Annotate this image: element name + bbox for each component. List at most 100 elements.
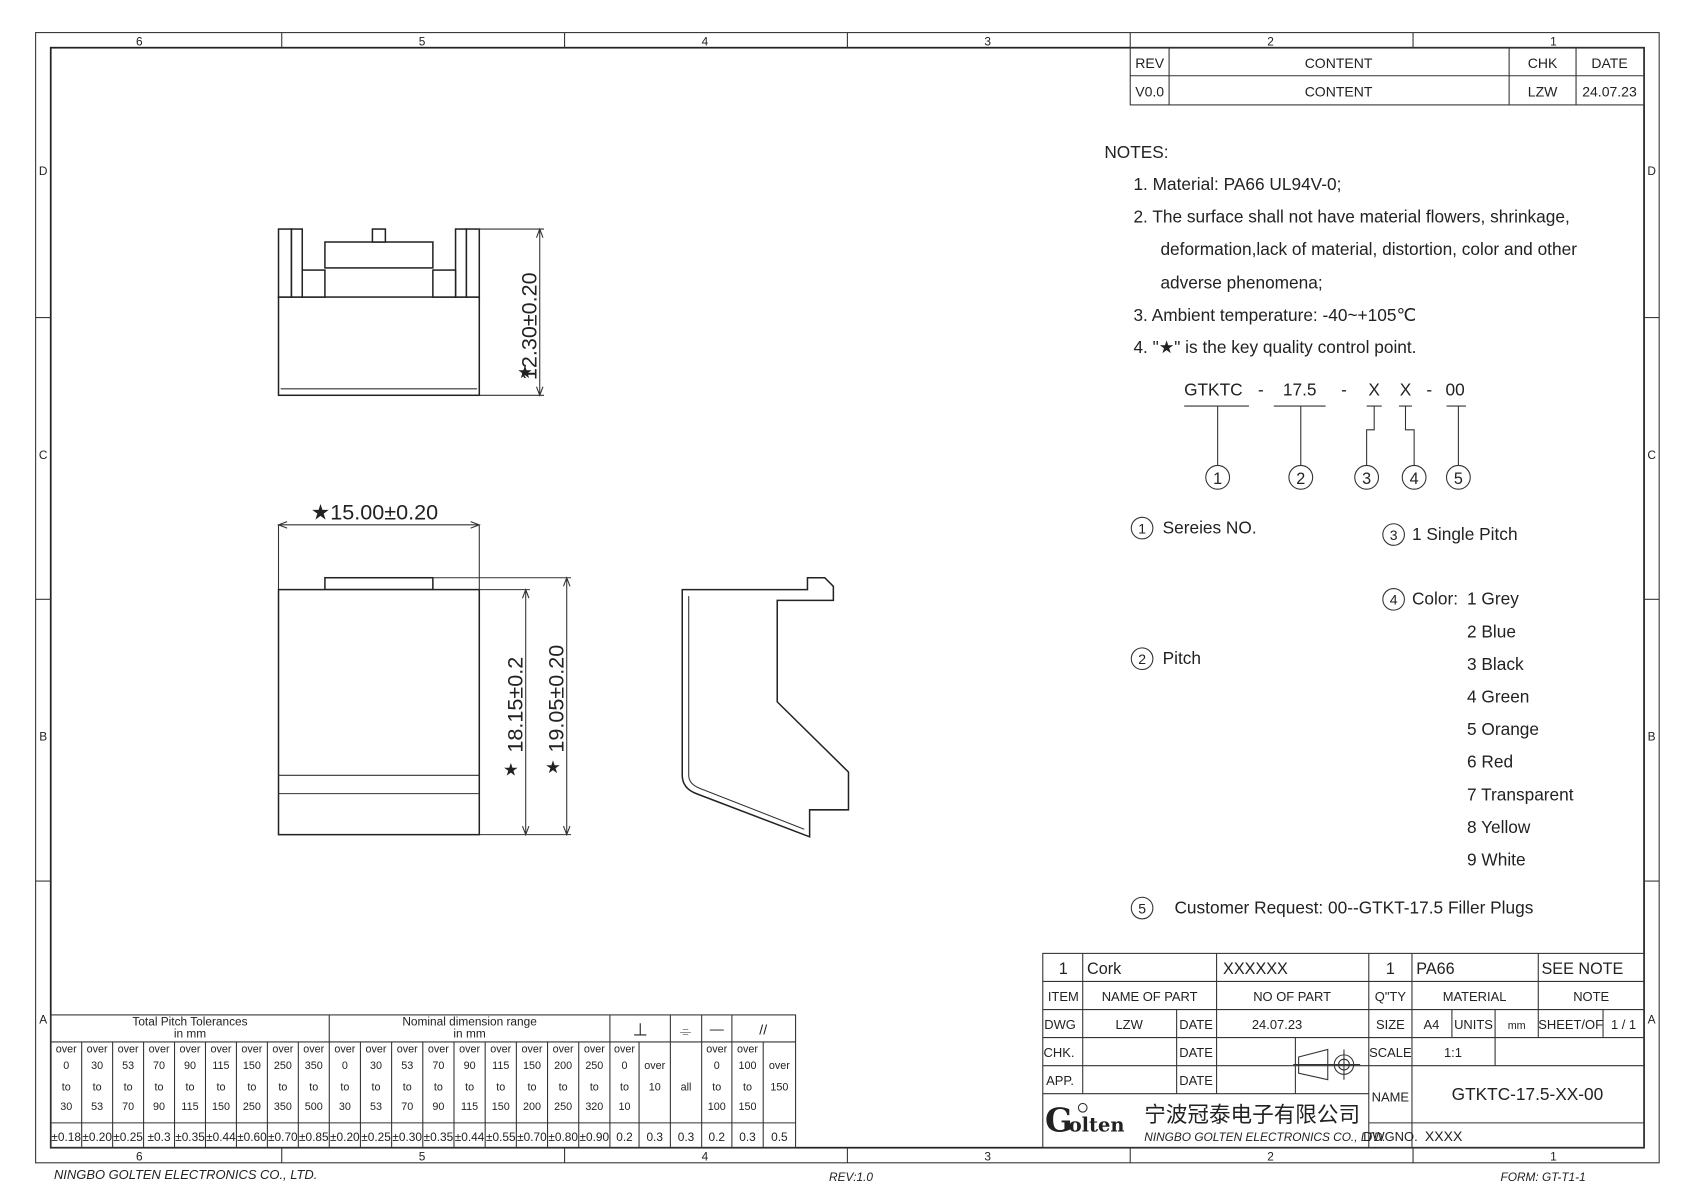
- tol-range-cell: to: [712, 1081, 721, 1093]
- tol-range-cell: to: [155, 1081, 164, 1093]
- tol-group-unit: in mm: [174, 1027, 206, 1041]
- material-label: MATERIAL: [1443, 989, 1507, 1004]
- code-segment: X: [1400, 379, 1412, 399]
- tol-range-cell: to: [247, 1081, 256, 1093]
- tol-range-cell: over: [521, 1044, 542, 1056]
- tol-range-cell: 70: [432, 1060, 444, 1072]
- date-label: DATE: [1179, 1045, 1213, 1060]
- tol-range-cell: over: [706, 1044, 727, 1056]
- code-legend: 1 Sereies NO. 2 Pitch 3 1 Single Pitch 4…: [1130, 516, 1574, 920]
- footer-revision: REV:1.0: [829, 1170, 873, 1184]
- tol-value-cell: ±0.18: [51, 1130, 81, 1144]
- parallelism-icon: //: [759, 1021, 767, 1037]
- code-callout-number: 1: [1213, 470, 1222, 488]
- tol-range-cell: 53: [91, 1101, 103, 1113]
- tol-range-cell: over: [303, 1044, 324, 1056]
- tol-range-cell: 30: [91, 1060, 103, 1072]
- tol-range-cell: to: [559, 1081, 568, 1093]
- zone-column-label: 6: [136, 35, 143, 49]
- zone-column-label: 2: [1267, 1150, 1274, 1164]
- code-callout-circle: [1205, 464, 1231, 490]
- tol-range-cell: to: [527, 1081, 536, 1093]
- dimension-total-height: 19.05±0.20: [543, 645, 568, 753]
- code-callout-number: 2: [1296, 470, 1305, 488]
- footer-company: NINGBO GOLTEN ELECTRONICS CO., LTD.: [54, 1167, 317, 1182]
- tol-value-cell: 0.2: [616, 1130, 633, 1144]
- tol-range-cell: 200: [523, 1101, 541, 1113]
- side-view-drawing: [681, 576, 850, 838]
- dwgno-value: XXXX: [1425, 1128, 1463, 1144]
- tol-range-cell: 30: [339, 1101, 351, 1113]
- scale-label: SCALE: [1369, 1045, 1412, 1060]
- size-label: SIZE: [1376, 1017, 1405, 1032]
- code-callout-circle: [1445, 464, 1471, 490]
- tol-value-cell: ±0.3: [148, 1130, 171, 1144]
- legend-num: 1: [1138, 520, 1146, 536]
- tol-range-cell: 90: [153, 1101, 165, 1113]
- tol-range-cell: over: [769, 1060, 790, 1072]
- tol-range-cell: 70: [153, 1060, 165, 1072]
- item-label: ITEM: [1048, 989, 1079, 1004]
- tol-range-cell: 250: [554, 1101, 572, 1113]
- tol-range-cell: 0: [342, 1060, 348, 1072]
- color-option: 5 Orange: [1467, 719, 1539, 739]
- symmetry-icon: ⌯: [680, 1022, 691, 1038]
- chk-label: CHK.: [1044, 1045, 1075, 1060]
- tol-range-cell: 115: [461, 1101, 478, 1113]
- size-value: A4: [1423, 1017, 1439, 1032]
- zone-column-label: 5: [419, 35, 426, 49]
- chk-value: LZW: [1528, 83, 1558, 99]
- tol-range-cell: over: [118, 1044, 139, 1056]
- code-segment: -: [1341, 379, 1347, 399]
- code-segment: -: [1258, 379, 1264, 399]
- notes: NOTES: 1. Material: PA66 UL94V-0; 2. The…: [1104, 142, 1577, 357]
- code-callout-number: 5: [1454, 470, 1463, 488]
- tol-value-cell: ±0.85: [299, 1130, 329, 1144]
- tol-range-cell: 90: [464, 1060, 476, 1072]
- tol-range-cell: 150: [523, 1060, 541, 1072]
- tol-range-cell: 0: [63, 1060, 69, 1072]
- code-callout-circle: [1288, 464, 1314, 490]
- tol-value-cell: ±0.35: [175, 1130, 205, 1144]
- tol-range-cell: 250: [274, 1060, 292, 1072]
- tol-range-cell: 350: [305, 1060, 323, 1072]
- dimension-inner-height: 18.15±0.2: [502, 657, 527, 753]
- code-segment: GTKTC: [1184, 379, 1243, 399]
- dimension-height-top: 12.30±0.20: [517, 272, 542, 380]
- legend-customer: Customer Request: 00--GTKT-17.5 Filler P…: [1174, 897, 1533, 917]
- tol-range-cell: over: [241, 1044, 262, 1056]
- tol-range-cell: all: [681, 1081, 692, 1093]
- tol-range-cell: 115: [492, 1060, 509, 1072]
- app-label: APP.: [1046, 1073, 1074, 1088]
- tol-range-cell: over: [459, 1044, 480, 1056]
- color-option: 8 Yellow: [1467, 817, 1531, 837]
- tol-range-cell: to: [216, 1081, 225, 1093]
- color-option: 3 Black: [1467, 654, 1524, 674]
- legend-num: 3: [1390, 527, 1398, 543]
- tol-range-cell: to: [278, 1081, 287, 1093]
- tol-range-cell: 350: [274, 1101, 292, 1113]
- code-segment: 17.5: [1283, 379, 1317, 399]
- dwg-label: DWG: [1044, 1017, 1076, 1032]
- zone-column-label: 3: [984, 1150, 991, 1164]
- tol-range-cell: over: [428, 1044, 449, 1056]
- tol-value-cell: ±0.55: [486, 1130, 516, 1144]
- key-point-star-icon: ★: [503, 759, 518, 779]
- units-label: UNITS: [1454, 1017, 1493, 1032]
- front-view-drawing: ★15.00±0.20 18.15±0.2 19.05±0.20 ★ ★: [276, 499, 572, 837]
- svg-text:olten: olten: [1069, 1114, 1125, 1137]
- part-name-value: Cork: [1087, 960, 1122, 978]
- tol-range-cell: 100: [739, 1060, 757, 1072]
- note-line: adverse phenomena;: [1160, 272, 1322, 292]
- tol-range-cell: over: [553, 1044, 574, 1056]
- tol-value-cell: 0.3: [739, 1130, 756, 1144]
- legend-num: 5: [1138, 900, 1146, 916]
- tol-range-cell: 10: [618, 1101, 630, 1113]
- tol-range-cell: over: [272, 1044, 293, 1056]
- tol-value-cell: ±0.60: [237, 1130, 267, 1144]
- tol-value-cell: ±0.80: [548, 1130, 578, 1144]
- code-callout-circle: [1354, 464, 1380, 490]
- chk-header: CHK: [1528, 55, 1558, 71]
- company-name-en: NINGBO GOLTEN ELECTRONICS CO., LTD.: [1144, 1130, 1385, 1144]
